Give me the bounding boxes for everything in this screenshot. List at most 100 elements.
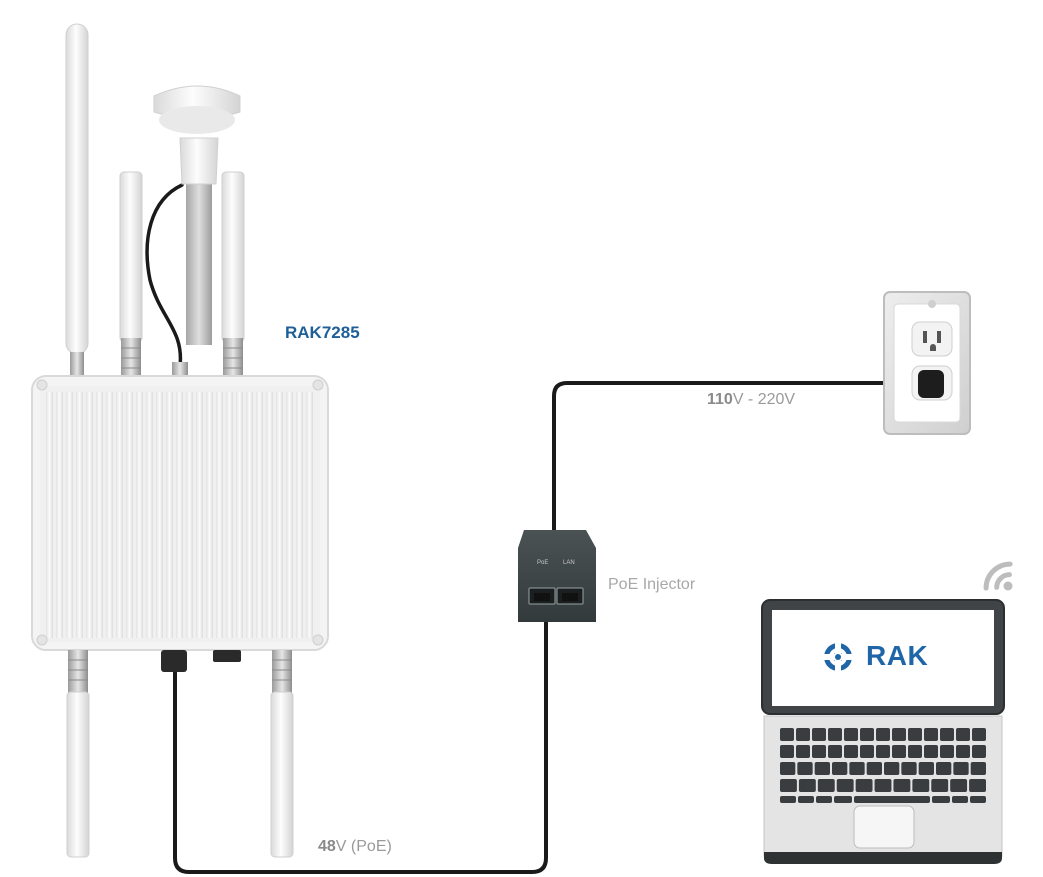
antenna-bottom-right (270, 650, 294, 858)
keyboard-key (940, 728, 954, 741)
keyboard-key (797, 762, 813, 775)
enclosure-rib (86, 392, 93, 638)
enclosure-ribs (46, 392, 313, 638)
keyboard-key (884, 762, 900, 775)
keyboard-key (860, 728, 874, 741)
rak-logo-icon (822, 641, 854, 673)
laptop (761, 599, 1005, 864)
keyboard-key (893, 779, 911, 792)
enclosure-rib (296, 392, 303, 638)
gateway-bottom-ports (161, 650, 241, 672)
keyboard-key (931, 779, 949, 792)
enclosure-rib (106, 392, 113, 638)
mains-voltage-unit: V - 220V (732, 391, 796, 408)
enclosure-rib (96, 392, 103, 638)
mains-cable (552, 381, 926, 534)
keyboard-key (952, 796, 968, 803)
keyboard-key (940, 745, 954, 758)
enclosure-rib (66, 392, 73, 638)
power-plug-icon (918, 370, 944, 398)
gps-antenna (153, 85, 241, 376)
enclosure-rib (126, 392, 133, 638)
keyboard-key (854, 796, 930, 803)
keyboard-key (780, 796, 796, 803)
keyboard-key (936, 762, 952, 775)
antenna-top-left-tall (65, 23, 89, 378)
keyboard-key (780, 779, 797, 792)
enclosure-rib (206, 392, 213, 638)
antenna-bottom-left (66, 650, 90, 858)
keyboard-key (970, 796, 986, 803)
enclosure-rib (256, 392, 263, 638)
keyboard-key (796, 745, 810, 758)
keyboard-key (892, 728, 906, 741)
enclosure-rib (276, 392, 283, 638)
keyboard-key (812, 745, 826, 758)
device-name-label: RAK7285 (285, 323, 360, 342)
keyboard-key (876, 728, 890, 741)
gps-cable (145, 183, 184, 368)
enclosure-rib (76, 392, 83, 638)
wall-outlet (883, 291, 971, 435)
keyboard-key (812, 728, 826, 741)
enclosure-rib (136, 392, 143, 638)
laptop-keyboard (780, 728, 986, 803)
keyboard-key (972, 745, 986, 758)
keyboard-key (892, 745, 906, 758)
mains-voltage-label: 110V - 220V (707, 391, 795, 409)
injector-port-lan-label: LAN (563, 560, 575, 566)
keyboard-key (972, 728, 986, 741)
keyboard-key (849, 762, 865, 775)
keyboard-key (912, 779, 930, 792)
cables (145, 183, 926, 874)
keyboard-key (866, 762, 882, 775)
enclosure-rib (116, 392, 123, 638)
keyboard-key (956, 745, 970, 758)
keyboard-key (874, 779, 892, 792)
keyboard-key (798, 796, 814, 803)
keyboard-key (953, 762, 969, 775)
antenna-top-left-short (119, 171, 143, 378)
keyboard-key (798, 779, 816, 792)
keyboard-key (908, 745, 922, 758)
enclosure-rib (46, 392, 53, 638)
rak7285-gateway (31, 23, 329, 858)
keyboard-key (834, 796, 852, 803)
keyboard-key (924, 745, 938, 758)
keyboard-key (836, 779, 854, 792)
enclosure-rib (56, 392, 63, 638)
enclosure-rib (306, 392, 313, 638)
enclosure-rib (286, 392, 293, 638)
enclosure-rib (216, 392, 223, 638)
keyboard-key (860, 745, 874, 758)
poe-voltage-label: 48V (PoE) (318, 838, 392, 856)
keyboard-key (901, 762, 917, 775)
keyboard-key (780, 745, 794, 758)
keyboard-key (876, 745, 890, 758)
keyboard-key (950, 779, 968, 792)
keyboard-key (832, 762, 848, 775)
poe-injector-label: PoE Injector (608, 576, 696, 593)
enclosure-rib (166, 392, 173, 638)
enclosure-rib (146, 392, 153, 638)
keyboard-key (796, 728, 810, 741)
keyboard-key (780, 728, 794, 741)
laptop-brand-text: RAK (866, 640, 929, 671)
keyboard-key (855, 779, 873, 792)
antenna-top-right-short (221, 171, 245, 378)
keyboard-key (844, 728, 858, 741)
mains-voltage-value: 110 (707, 391, 733, 408)
keyboard-key (924, 728, 938, 741)
keyboard-key (814, 762, 830, 775)
enclosure-rib (226, 392, 233, 638)
poe-voltage-unit: V (PoE) (335, 838, 392, 855)
poe-voltage-value: 48 (318, 838, 336, 855)
enclosure-rib (176, 392, 183, 638)
keyboard-key (828, 728, 842, 741)
injector-port-poe-label: PoE (537, 560, 549, 566)
keyboard-key (816, 796, 832, 803)
keyboard-key (969, 779, 986, 792)
keyboard-key (844, 745, 858, 758)
poe-cable (173, 598, 548, 874)
enclosure-rib (236, 392, 243, 638)
